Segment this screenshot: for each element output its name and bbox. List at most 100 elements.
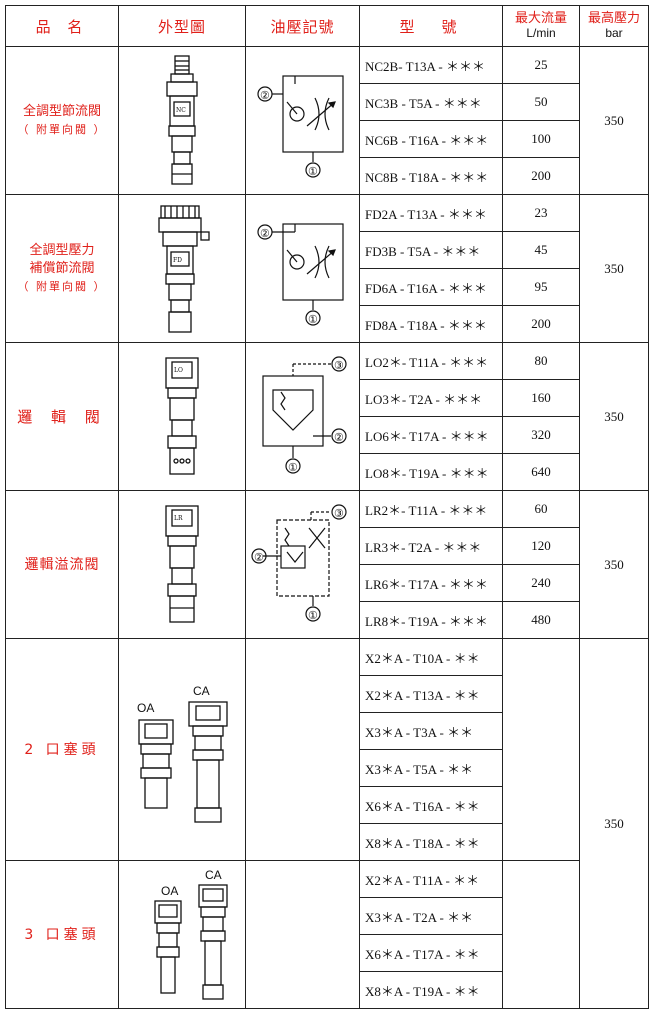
product-name-logic-relief: 邏輯溢流閥 [5, 490, 119, 639]
table-row: X6＊A - T16A - ＊＊ [6, 786, 649, 824]
table-row: LR3＊- T2A - ＊＊＊120 [6, 527, 649, 565]
appearance-cell: LR [118, 490, 246, 639]
svg-text:OA: OA [161, 884, 178, 898]
svg-text:CA: CA [193, 684, 210, 698]
compensated-symbol: ② ① [256, 222, 344, 326]
max-flow-value: 640 [502, 453, 580, 491]
header-product-name: 品 名 [5, 5, 119, 47]
product-name-line: 邏輯溢流閥 [24, 556, 100, 573]
compensated-valve-drawing: FD [158, 204, 210, 333]
max-flow-value: 480 [502, 601, 580, 639]
table-row: NC8B - T18A - ＊＊＊200 [6, 157, 649, 195]
table-row: NC3B - T5A - ＊＊＊50 [6, 83, 649, 121]
svg-text:②: ② [334, 431, 344, 444]
table-row: LR8＊- T19A - ＊＊＊480 [6, 601, 649, 639]
header-model: 型 號 [359, 5, 503, 47]
svg-text:FD: FD [173, 257, 182, 264]
table-row: X2＊A - T13A - ＊＊ [6, 675, 649, 713]
max-flow-value: 320 [502, 416, 580, 454]
appearance-cell: OA CA [118, 860, 246, 1009]
model-code: NC8B - T18A - ＊＊＊ [359, 157, 503, 195]
header-hydraulic-symbol: 油壓記號 [245, 5, 360, 47]
max-flow-value: 240 [502, 564, 580, 602]
model-code: LO2＊- T11A - ＊＊＊ [359, 342, 503, 380]
appearance-cell: NC [118, 46, 246, 195]
model-code: X3＊A - T3A - ＊＊ [359, 712, 503, 750]
max-flow-value: 200 [502, 157, 580, 195]
product-name-throttle: 全調型節流閥 （ 附單向閥 ） [5, 46, 119, 195]
table-row: X8＊A - T18A - ＊＊ [6, 823, 649, 861]
svg-text:OA: OA [137, 701, 154, 715]
product-name-line: 邏 輯 閥 [17, 407, 107, 426]
table-row: 邏 輯 閥 LO ③ ② ① LO2＊- T11A - ＊＊＊ 80 350 [5, 342, 649, 491]
product-name-line: 全調型壓力 [29, 242, 95, 258]
svg-text:③: ③ [334, 507, 344, 520]
model-code: X8＊A - T19A - ＊＊ [359, 971, 503, 1009]
model-code: X3＊A - T2A - ＊＊ [359, 897, 503, 935]
appearance-cell: LO [118, 342, 246, 491]
header-appearance: 外型圖 [118, 5, 246, 47]
max-flow-value: 50 [502, 83, 580, 121]
model-code: LR3＊- T2A - ＊＊＊ [359, 527, 503, 565]
table-row: X6＊A - T17A - ＊＊ [6, 934, 649, 972]
table-row: FD6A - T16A - ＊＊＊95 [6, 268, 649, 306]
model-code: FD6A - T16A - ＊＊＊ [359, 268, 503, 306]
max-pressure-unit: bar [605, 26, 623, 40]
max-pressure-label: 最高壓力 [587, 11, 640, 26]
model-code: FD2A - T13A - ＊＊＊ [359, 194, 503, 232]
table-row: LR6＊- T17A - ＊＊＊240 [6, 564, 649, 602]
symbol-cell: ② ① [245, 194, 360, 343]
product-name-line: 3 口塞頭 [24, 926, 100, 943]
model-code: LR2＊- T11A - ＊＊＊ [359, 490, 503, 528]
svg-text:②: ② [260, 227, 270, 240]
model-code: NC3B - T5A - ＊＊＊ [359, 83, 503, 121]
max-flow-value: 80 [502, 342, 580, 380]
throttle-symbol: ② ① [256, 74, 344, 178]
svg-text:CA: CA [205, 868, 222, 882]
max-pressure-value: 350 [579, 490, 649, 639]
max-flow-value: 25 [502, 46, 580, 84]
product-name-3port-plug: 3 口塞頭 [5, 860, 119, 1009]
table-row: 全調型節流閥 （ 附單向閥 ） NC ② ① NC2B- T13 [5, 46, 649, 195]
model-code: LO8＊- T19A - ＊＊＊ [359, 453, 503, 491]
product-name-logic: 邏 輯 閥 [5, 342, 119, 491]
svg-text:②: ② [260, 89, 270, 102]
table-row: X8＊A - T19A - ＊＊ [6, 971, 649, 1009]
max-flow-empty [502, 860, 580, 1009]
model-code: FD8A - T18A - ＊＊＊ [359, 305, 503, 343]
table-row: X3＊A - T5A - ＊＊ [6, 749, 649, 787]
model-code: X2＊A - T10A - ＊＊ [359, 638, 503, 676]
symbol-cell: ③ ② ① [245, 342, 360, 491]
max-flow-value: 120 [502, 527, 580, 565]
max-flow-value: 95 [502, 268, 580, 306]
max-flow-value: 45 [502, 231, 580, 269]
svg-text:LO: LO [174, 367, 183, 374]
logic-relief-symbol: ③ ② ① [250, 503, 347, 622]
symbol-cell: ③ ② ① [245, 490, 360, 639]
svg-text:LR: LR [174, 515, 183, 522]
svg-text:NC: NC [176, 107, 186, 114]
product-name-line: 全調型節流閥 [22, 103, 101, 119]
max-flow-value: 160 [502, 379, 580, 417]
svg-text:②: ② [254, 551, 264, 564]
model-code: LO3＊- T2A - ＊＊＊ [359, 379, 503, 417]
svg-text:①: ① [288, 461, 298, 474]
table-row: 2 口塞頭 OA CA X2＊A - T10A - ＊＊ 350 [5, 638, 649, 1009]
appearance-cell: OA CA [118, 638, 246, 861]
table-row: LO6＊- T17A - ＊＊＊320 [6, 416, 649, 454]
max-flow-value: 60 [502, 490, 580, 528]
appearance-cell: FD [118, 194, 246, 343]
max-flow-empty [502, 638, 580, 861]
product-name-sub: （ 附單向閥 ） [17, 279, 107, 293]
table-row: 3 口塞頭 OA CA X2＊A - T11A - ＊＊ [5, 860, 649, 1009]
product-name-sub: （ 附單向閥 ） [17, 122, 107, 136]
model-code: X6＊A - T17A - ＊＊ [359, 934, 503, 972]
logic-relief-valve-drawing: LR [165, 504, 199, 623]
svg-text:③: ③ [334, 359, 344, 372]
2port-plug-drawing: OA CA [137, 684, 228, 823]
max-flow-value: 100 [502, 120, 580, 158]
